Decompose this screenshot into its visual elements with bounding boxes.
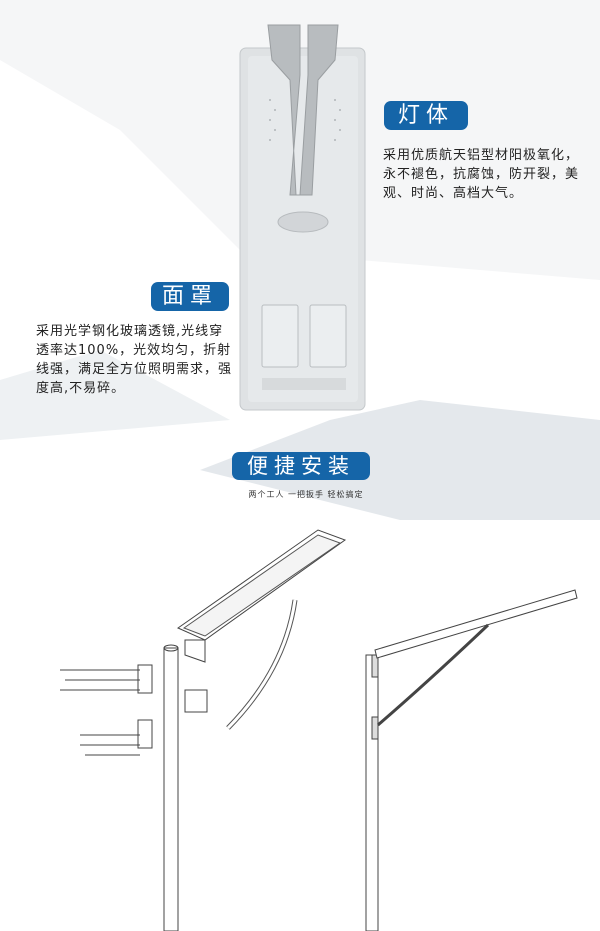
lamp-illustration bbox=[239, 24, 366, 411]
cover-title: 面罩 bbox=[151, 282, 229, 311]
installation-subtitle: 两个工人 一把扳手 轻松搞定 bbox=[248, 490, 364, 499]
lamp-body-description: 采用优质航天铝型材阳极氧化，永不褪色，抗腐蚀，防开裂，美观、时尚、高档大气。 bbox=[383, 148, 580, 201]
cover-description: 采用光学钢化玻璃透镜,光线穿透率达100%，光效均匀，折射线强，满足全方位照明需… bbox=[36, 324, 233, 396]
installation-title: 便捷安装 bbox=[232, 452, 370, 480]
lamp-body-title: 灯体 bbox=[384, 101, 468, 130]
